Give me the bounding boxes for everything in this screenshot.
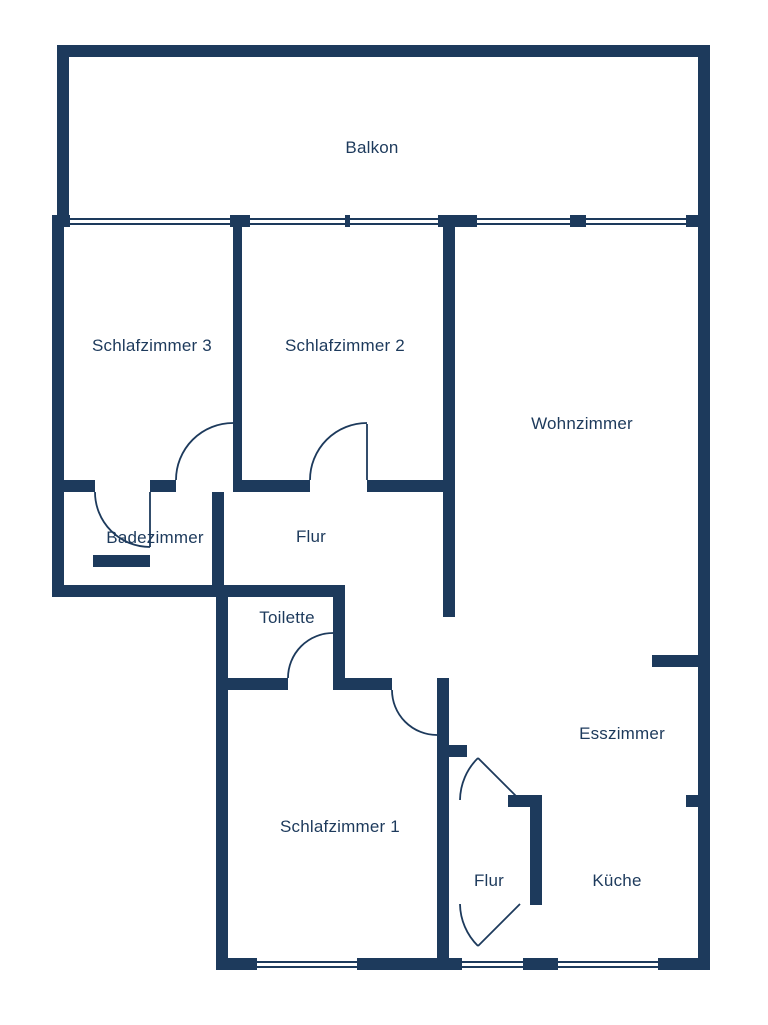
door-leaf-esszimmer-flur xyxy=(477,757,521,801)
door-leaf-kueche-flur xyxy=(477,903,521,947)
room-label-badezimmer: Badezimmer xyxy=(106,528,204,547)
wall-toilette-top xyxy=(228,585,345,597)
wall-toilette-right xyxy=(333,585,345,690)
door-arc-schlafzimmer-2 xyxy=(309,422,368,481)
wall-bath-bottom xyxy=(52,585,228,597)
window-flur2 xyxy=(462,961,523,968)
window-wohn-b xyxy=(586,218,686,225)
wall-left-outer xyxy=(52,215,64,597)
door-arc-schlafzimmer-1 xyxy=(391,689,438,736)
wall-step-left xyxy=(216,585,228,970)
room-label-schlafzimmer-1: Schlafzimmer 1 xyxy=(280,817,400,836)
room-label-wohnzimmer: Wohnzimmer xyxy=(531,414,633,433)
room-label-schlafzimmer-3: Schlafzimmer 3 xyxy=(92,336,212,355)
wall-bottom-chunk-a xyxy=(216,958,257,970)
room-label-flur-2: Flur xyxy=(473,871,505,890)
wall-top-mullion-1 xyxy=(345,215,350,227)
wall-bottom-chunk-c xyxy=(523,958,558,970)
wall-wohn-ess-stub xyxy=(652,655,698,667)
door-arc-toilette xyxy=(287,632,334,679)
wall-right-stub xyxy=(686,795,698,807)
wall-hall-top-b xyxy=(150,480,176,492)
room-label-balkon: Balkon xyxy=(345,138,399,157)
wall-balcony-left xyxy=(57,45,69,215)
wall-bath-right xyxy=(212,492,224,597)
wall-hall-bottom-a xyxy=(228,678,288,690)
door-arc-schlafzimmer-3 xyxy=(175,422,234,481)
window-wohn-a xyxy=(477,218,570,225)
wall-top-chunk-central xyxy=(438,215,477,227)
wall-hall-bottom-b xyxy=(333,678,392,690)
room-label-toilette: Toilette xyxy=(259,608,315,627)
wall-hall-top-d xyxy=(367,480,455,492)
wall-hall-top-c xyxy=(233,480,310,492)
door-arc-kueche-flur xyxy=(459,903,479,947)
window-sz2-b xyxy=(350,218,438,225)
room-label-esszimmer: Esszimmer xyxy=(579,724,665,743)
door-arc-esszimmer-flur xyxy=(459,757,479,801)
wall-top-chunk-sz3sz2 xyxy=(230,215,250,227)
room-label-flur: Flur xyxy=(295,527,327,546)
window-sz3 xyxy=(70,218,230,225)
window-kueche xyxy=(558,961,658,968)
room-label-schlafzimmer-2: Schlafzimmer 2 xyxy=(285,336,405,355)
room-label-kueche: Küche xyxy=(592,871,642,890)
wall-bottom-chunk-d xyxy=(658,958,710,970)
wall-flur2-kueche xyxy=(530,795,542,905)
wall-top-mullion-2 xyxy=(570,215,586,227)
wall-hall-top-a xyxy=(64,480,95,492)
wall-right-outer xyxy=(698,45,710,970)
wall-central xyxy=(443,227,455,617)
window-sz1 xyxy=(257,961,357,968)
wall-sz3-sz2 xyxy=(233,227,242,480)
wall-flur2-top-stub xyxy=(449,745,467,757)
wall-bath-stub xyxy=(93,555,150,567)
wall-bottom-chunk-b xyxy=(357,958,462,970)
wall-balcony-top xyxy=(57,45,710,57)
wall-top-chunk-right xyxy=(686,215,698,227)
window-sz2-a xyxy=(250,218,345,225)
wall-sz1-right xyxy=(437,678,449,970)
